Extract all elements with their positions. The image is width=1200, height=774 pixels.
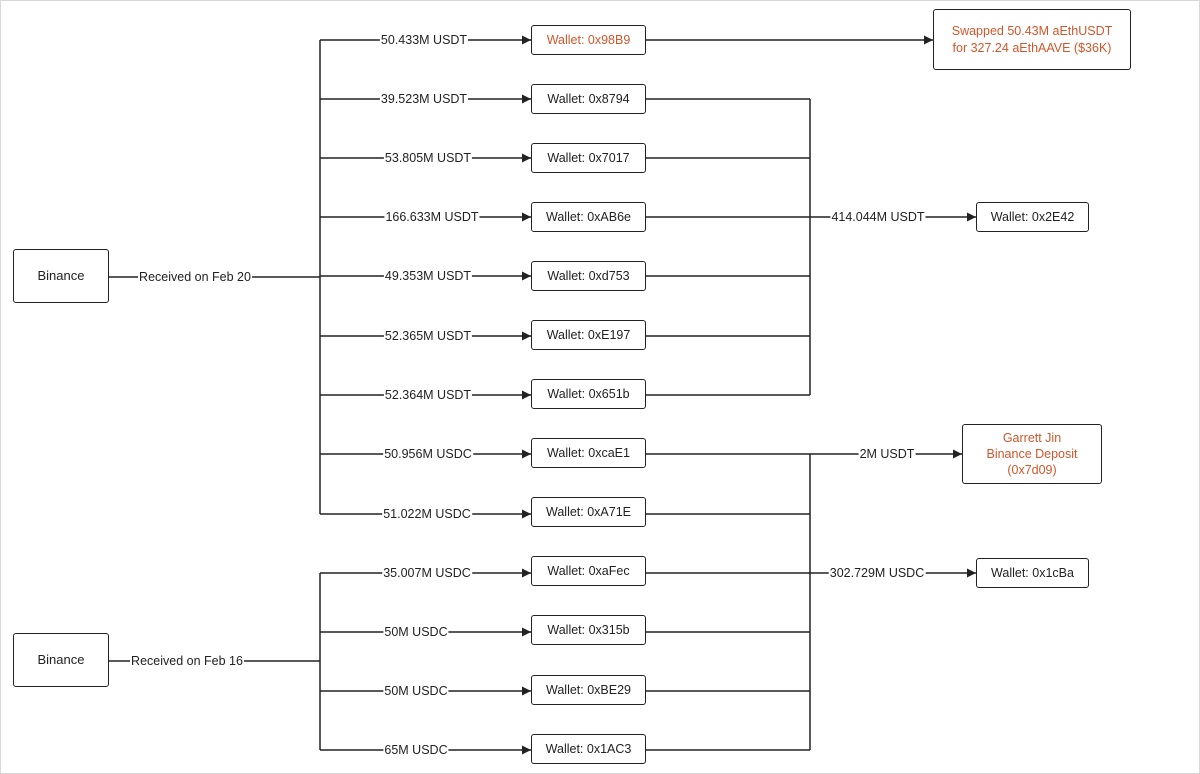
wallet-label: Wallet: 0xE197 xyxy=(546,327,631,342)
binance-feb20-box: Binance xyxy=(13,249,109,303)
wallet-label: Wallet: 0xA71E xyxy=(546,504,631,519)
wallet-box-0x8794: Wallet: 0x8794 xyxy=(531,84,646,114)
edge-label-amount: 35.007M USDC xyxy=(382,566,472,580)
wallet-label: Wallet: 0x7017 xyxy=(547,150,630,165)
edge-label-usdc-aggregate: 302.729M USDC xyxy=(828,566,926,580)
edge-label-amount: 50.433M USDT xyxy=(379,33,469,47)
edge-label-usdt-aggregate: 414.044M USDT xyxy=(830,210,926,224)
edge-label-amount: 166.633M USDT xyxy=(384,210,480,224)
edge-label-amount: 65M USDC xyxy=(383,743,449,757)
edge-label-amount: 39.523M USDT xyxy=(379,92,469,106)
binance-feb20-label: Binance xyxy=(37,267,85,283)
wallet-box-0xbe29: Wallet: 0xBE29 xyxy=(531,675,646,705)
edge-label-amount: 51.022M USDC xyxy=(382,507,472,521)
wallet-label: Wallet: 0x1cBa xyxy=(991,565,1074,580)
wallet-label: Wallet: 0x98B9 xyxy=(546,32,631,47)
wallet-label: Wallet: 0xaFec xyxy=(547,563,630,578)
wallet-box-0x98b9: Wallet: 0x98B9 xyxy=(531,25,646,55)
edge-label-received-feb20: Received on Feb 20 xyxy=(138,270,252,284)
swap-line-1: Swapped 50.43M aEthUSDT xyxy=(951,24,1113,39)
edge-label-amount: 52.365M USDT xyxy=(383,329,473,343)
garrett-jin-deposit-box: Garrett Jin Binance Deposit (0x7d09) xyxy=(962,424,1102,484)
wallet-box-0x7017: Wallet: 0x7017 xyxy=(531,143,646,173)
wallet-label: Wallet: 0x315b xyxy=(547,622,630,637)
wallet-label: Wallet: 0xcaE1 xyxy=(547,445,630,460)
swap-line-2: for 327.24 aEthAAVE ($36K) xyxy=(952,40,1112,55)
edge-label-amount: 50M USDC xyxy=(383,684,449,698)
edge-label-amount: 50.956M USDC xyxy=(383,447,473,461)
edge-label-amount: 52.364M USDT xyxy=(383,388,473,402)
edge-label-amount: 50M USDC xyxy=(383,625,449,639)
edge-label-garrett: 2M USDT xyxy=(858,447,916,461)
wallet-box-0xa71e: Wallet: 0xA71E xyxy=(531,497,646,527)
garrett-line-2: Binance Deposit xyxy=(986,446,1078,461)
wallet-box-0xd753: Wallet: 0xd753 xyxy=(531,261,646,291)
wallet-label: Wallet: 0x1AC3 xyxy=(545,741,632,756)
wallet-box-0xab6e: Wallet: 0xAB6e xyxy=(531,202,646,232)
wallet-label: Wallet: 0xd753 xyxy=(547,268,630,283)
wallet-label: Wallet: 0xAB6e xyxy=(546,209,631,224)
wallet-box-0x1ac3: Wallet: 0x1AC3 xyxy=(531,734,646,764)
wallet-box-0x1cba: Wallet: 0x1cBa xyxy=(976,558,1089,588)
wallet-box-0xcae1: Wallet: 0xcaE1 xyxy=(531,438,646,468)
edge-label-amount: 53.805M USDT xyxy=(383,151,473,165)
garrett-line-3: (0x7d09) xyxy=(1007,463,1057,478)
binance-feb16-box: Binance xyxy=(13,633,109,687)
wallet-label: Wallet: 0x8794 xyxy=(547,91,630,106)
wallet-label: Wallet: 0xBE29 xyxy=(546,682,631,697)
wallet-box-0x315b: Wallet: 0x315b xyxy=(531,615,646,645)
edge-label-amount: 49.353M USDT xyxy=(383,269,473,283)
wallet-box-0xe197: Wallet: 0xE197 xyxy=(531,320,646,350)
garrett-line-1: Garrett Jin xyxy=(1002,430,1062,445)
wallet-box-0x2e42: Wallet: 0x2E42 xyxy=(976,202,1089,232)
edge-label-received-feb16: Received on Feb 16 xyxy=(130,654,244,668)
binance-feb16-label: Binance xyxy=(37,651,85,667)
wallet-label: Wallet: 0x2E42 xyxy=(990,209,1075,224)
wallet-box-0xafec: Wallet: 0xaFec xyxy=(531,556,646,586)
wallet-label: Wallet: 0x651b xyxy=(547,386,630,401)
wallet-box-0x651b: Wallet: 0x651b xyxy=(531,379,646,409)
swap-box: Swapped 50.43M aEthUSDT for 327.24 aEthA… xyxy=(933,9,1131,70)
